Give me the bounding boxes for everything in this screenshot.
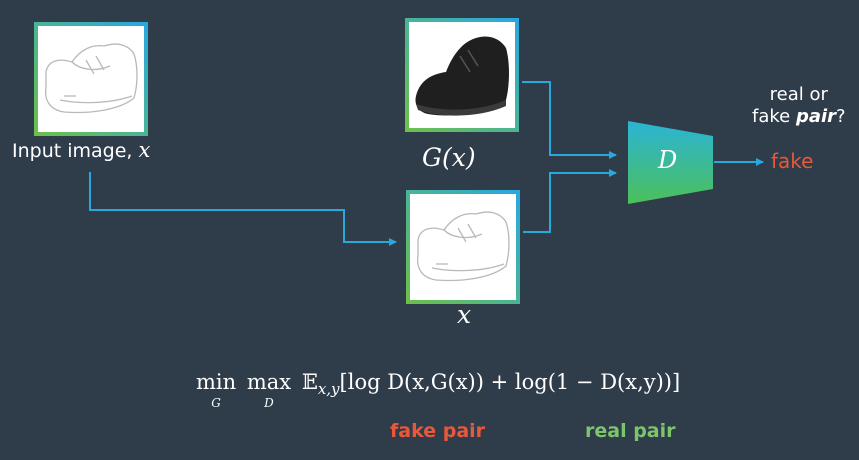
question-line-2: fake pair? [752,106,846,127]
discriminator-block [628,121,713,204]
discriminator-question: real or fake pair? [752,84,846,128]
objective-formula: min G max D 𝔼x,y[log D(x,G(x)) + log(1 −… [196,370,680,418]
input-image [34,22,148,136]
formula-max: max D [246,370,292,410]
input-image-label: Input image,x [12,138,150,162]
shoe-sketch-icon [44,43,138,114]
arrow-condition-to-discriminator [523,169,617,233]
discriminator-output: fake [771,149,814,173]
question-line-1: real or [769,84,828,105]
condition-image-label: x [457,300,472,329]
arrow-generated-to-discriminator [522,81,617,159]
input-image-label-text: Input image, [12,140,133,162]
generated-image-label: G(x) [422,143,476,172]
formula-min: min G [196,370,237,410]
arrows [89,81,764,246]
formula-body: [log D(x,G(x)) + log(1 − D(x,y))] [339,370,681,394]
arrow-input-to-condition [89,172,397,246]
input-image-variable: x [138,138,151,162]
real-pair-label: real pair [585,420,676,442]
fake-pair-label: fake pair [390,420,486,442]
discriminator-label: D [658,146,678,174]
formula-expectation: 𝔼x,y [301,370,340,398]
shoe-sketch-icon [416,211,510,282]
condition-image [406,190,520,304]
question-emphasis: pair [795,106,837,127]
generated-image [405,18,519,132]
black-shoe-icon [415,36,509,116]
